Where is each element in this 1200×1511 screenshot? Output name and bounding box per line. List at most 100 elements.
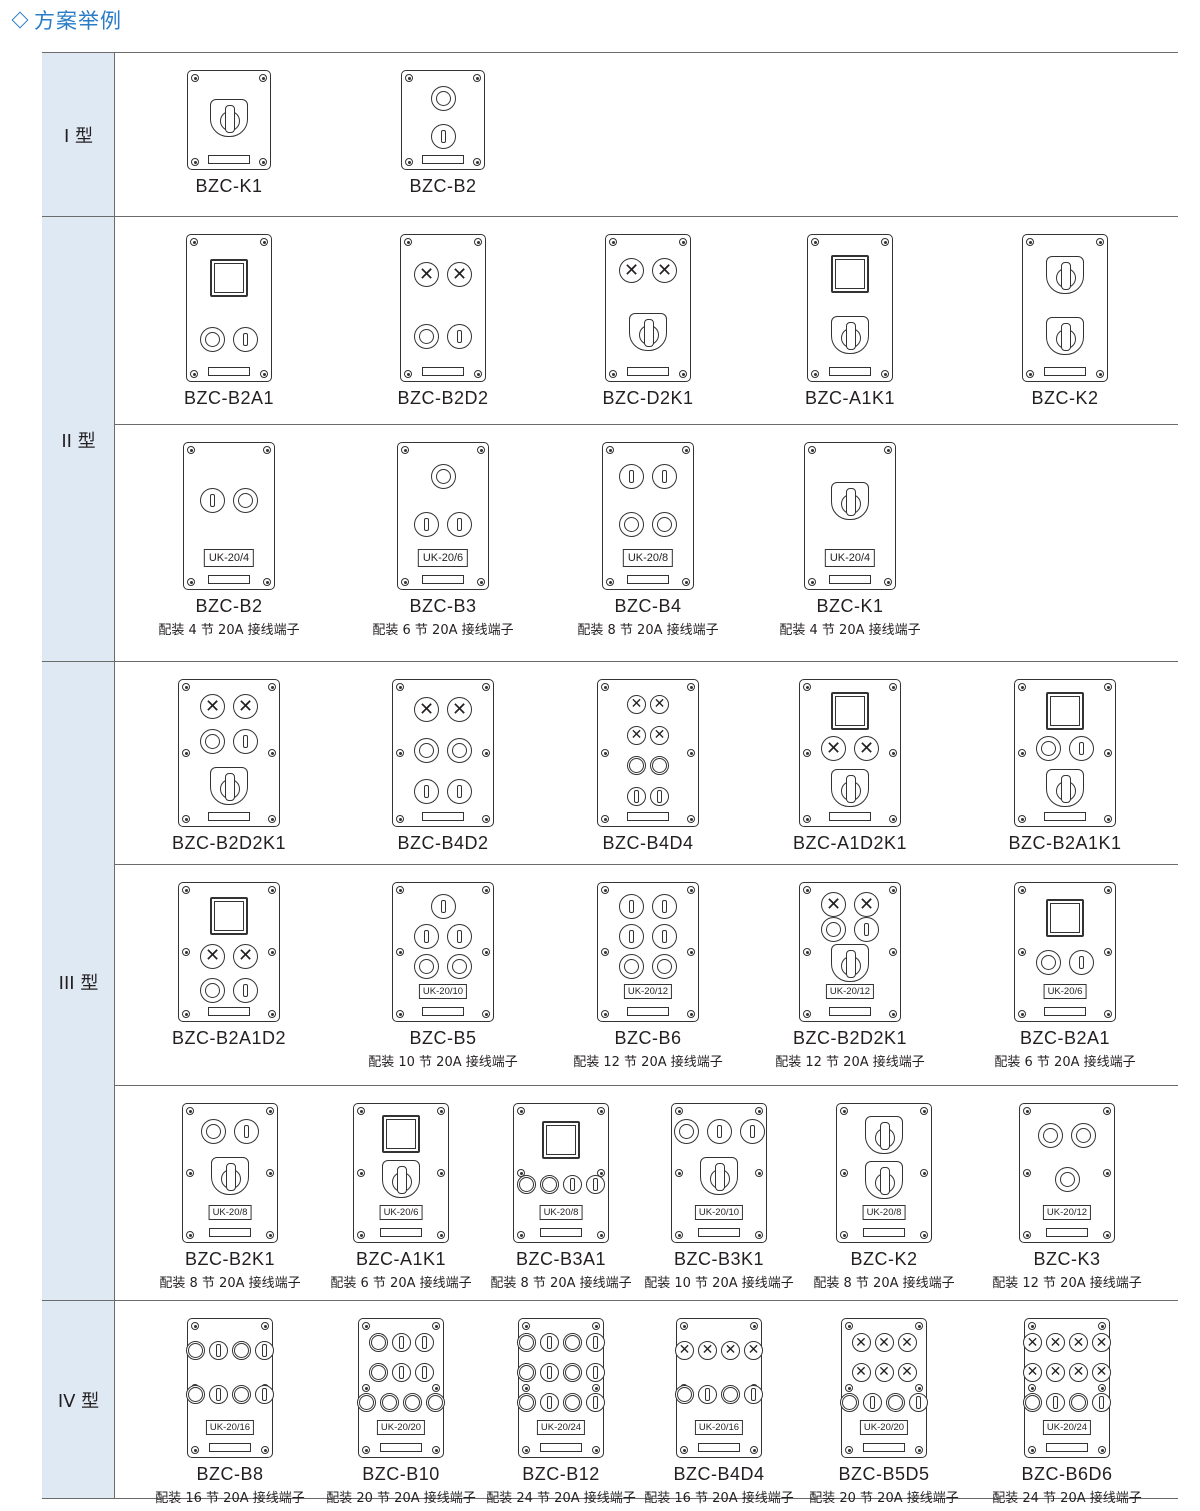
enclosure-drawing	[597, 679, 699, 827]
nameplate	[209, 1228, 251, 1237]
ammeter-icon	[382, 1115, 420, 1154]
indicator-lamp-icon	[1092, 1362, 1111, 1382]
ammeter-icon	[1046, 898, 1084, 937]
screw-icon	[362, 1446, 370, 1454]
screw-icon	[357, 1107, 365, 1115]
indicator-lamp-icon	[874, 1333, 894, 1353]
screw-icon	[1018, 683, 1026, 691]
model-name: BZC-B2D2K1	[171, 833, 287, 853]
screw-icon	[881, 238, 889, 246]
terminal-label: UK-20/12	[1042, 1205, 1092, 1220]
terminal-label: UK-20/10	[418, 984, 468, 999]
enclosure-drawing: UK-20/4	[804, 442, 896, 590]
component-row	[821, 917, 879, 942]
component-layout	[410, 244, 476, 367]
rotary-switch-icon	[829, 942, 871, 984]
indicator-lamp-icon	[854, 736, 879, 761]
product-cell: BZC-K2	[965, 234, 1165, 409]
screw-icon	[682, 446, 690, 454]
rotary-switch-icon	[209, 1155, 251, 1197]
enclosure-drawing	[178, 679, 280, 827]
product-cell: BZC-B2D2K1	[129, 679, 329, 854]
component-layout	[607, 892, 689, 981]
screw-icon	[808, 446, 816, 454]
component-layout	[817, 244, 883, 367]
screw-icon	[592, 1384, 600, 1392]
screw-icon	[404, 370, 412, 378]
selector-switch-icon	[233, 729, 258, 755]
screw-icon	[803, 749, 811, 757]
screw-icon	[432, 1322, 440, 1330]
selector-switch-icon	[414, 923, 439, 949]
pushbutton-icon	[517, 1333, 536, 1353]
nameplate	[422, 155, 464, 164]
screw-icon	[263, 578, 271, 586]
component-row	[1044, 315, 1086, 357]
screw-icon	[884, 446, 892, 454]
enclosure-drawing: UK-20/8	[513, 1103, 609, 1243]
model-name: BZC-D2K1	[602, 388, 694, 408]
screw-icon	[187, 578, 195, 586]
selector-switch-icon	[209, 1385, 228, 1405]
nameplate	[698, 1443, 740, 1452]
screw-icon	[1018, 815, 1026, 823]
row-divider	[115, 864, 1178, 865]
selector-switch-icon	[209, 1340, 228, 1360]
screw-icon	[1023, 1231, 1031, 1239]
component-row	[1044, 767, 1086, 809]
component-row	[517, 1392, 605, 1412]
indicator-lamp-icon	[1069, 1333, 1088, 1353]
indicator-lamp-icon	[619, 258, 644, 283]
screw-icon	[259, 158, 267, 166]
component-row	[627, 787, 669, 807]
screw-icon	[191, 1322, 199, 1330]
screw-icon	[482, 948, 490, 956]
nameplate	[627, 812, 669, 821]
screw-icon	[401, 578, 409, 586]
component-layout	[192, 1113, 268, 1202]
model-name: BZC-B6	[614, 1028, 682, 1048]
product-cell: BZC-A1K1	[750, 234, 950, 409]
screw-icon	[517, 1231, 525, 1239]
pushbutton-icon	[517, 1362, 536, 1382]
screw-icon	[1028, 1384, 1036, 1392]
selector-switch-icon	[698, 1385, 717, 1405]
pushbutton-icon	[430, 86, 456, 112]
indicator-lamp-icon	[744, 1340, 763, 1360]
product-cell: BZC-K1	[129, 70, 329, 197]
screw-icon	[477, 578, 485, 586]
screw-icon	[186, 1107, 194, 1115]
component-row	[200, 694, 258, 720]
screw-icon	[182, 1010, 190, 1018]
screw-icon	[1103, 1231, 1111, 1239]
indicator-lamp-icon	[414, 697, 439, 722]
component-row	[627, 725, 669, 745]
model-name: BZC-B2A1	[1019, 1028, 1111, 1048]
model-name: BZC-K2	[1031, 388, 1099, 408]
ammeter-icon	[1046, 692, 1084, 730]
component-layout	[188, 892, 270, 1007]
terminal-note: 配装 4 节 20A 接线端子	[158, 623, 300, 638]
screw-icon	[1098, 1384, 1106, 1392]
screw-icon	[432, 1446, 440, 1454]
nameplate	[829, 1007, 871, 1016]
selector-switch-icon	[200, 488, 225, 513]
screw-icon	[1098, 1446, 1106, 1454]
component-row	[619, 512, 677, 538]
screw-icon	[601, 1010, 609, 1018]
screw-icon	[522, 1446, 530, 1454]
nameplate	[208, 575, 250, 584]
screw-icon	[396, 948, 404, 956]
enclosure-drawing: UK-20/8	[836, 1103, 932, 1243]
nameplate	[1044, 812, 1086, 821]
component-row	[542, 1121, 580, 1159]
screw-icon	[889, 1010, 897, 1018]
screw-icon	[182, 749, 190, 757]
indicator-lamp-icon	[414, 262, 439, 288]
enclosure-drawing	[807, 234, 893, 382]
enclosure-drawing	[605, 234, 691, 382]
component-layout	[196, 244, 262, 367]
component-row	[627, 694, 669, 714]
